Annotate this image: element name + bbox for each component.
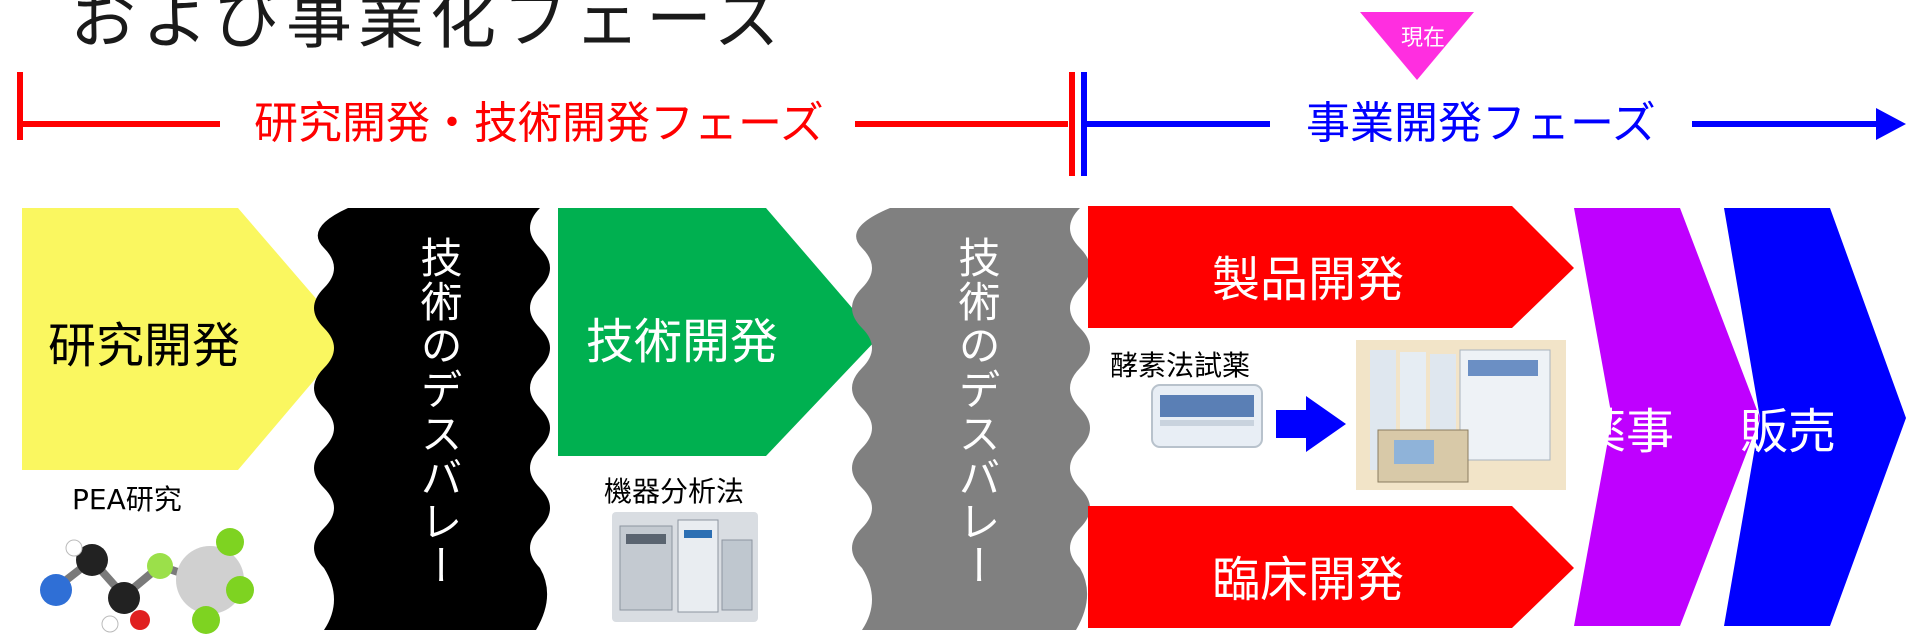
product-dev-shape [1088, 206, 1574, 328]
tech-dev-caption: 機器分析法 [604, 475, 745, 508]
research-dev-caption: PEA研究 [72, 483, 182, 516]
business-phase-label: 事業開発フェーズ [1292, 94, 1670, 154]
sales-label: 販売 [1740, 404, 1837, 460]
sales-shape [1724, 208, 1906, 626]
reagent-kit-icon [1151, 384, 1263, 448]
valley-1-label: 技術のデスバレー [414, 236, 463, 588]
current-marker-triangle [1360, 12, 1474, 80]
research-dev-shape [22, 208, 350, 470]
valley-2-shape [852, 208, 1090, 630]
enzyme-reagent-caption: 酵素法試薬 [1110, 349, 1251, 382]
tech-dev-shape [558, 208, 878, 456]
research-phase-label: 研究開発・技術開発フェーズ [240, 94, 838, 154]
lab-instrument-icon [612, 512, 758, 622]
regulatory-label: 薬事 [1578, 404, 1675, 460]
tech-dev-label: 技術開発 [586, 314, 779, 370]
product-dev-label: 製品開発 [1212, 252, 1405, 308]
clinical-dev-shape [1088, 506, 1574, 628]
valley-1-shape [314, 208, 550, 630]
research-dev-label: 研究開発 [48, 318, 241, 374]
business-phase-arrowhead [1876, 108, 1906, 140]
reagent-product-image [1356, 340, 1566, 490]
regulatory-shape [1574, 208, 1760, 626]
valley-2-label: 技術のデスバレー [952, 236, 1001, 588]
current-marker-label: 現在 [1400, 26, 1445, 51]
page-title: および事業化フェーズ [70, 0, 787, 58]
molecule-icon [40, 528, 254, 634]
right-arrow-icon [1276, 396, 1346, 452]
clinical-dev-label: 臨床開発 [1212, 552, 1405, 608]
